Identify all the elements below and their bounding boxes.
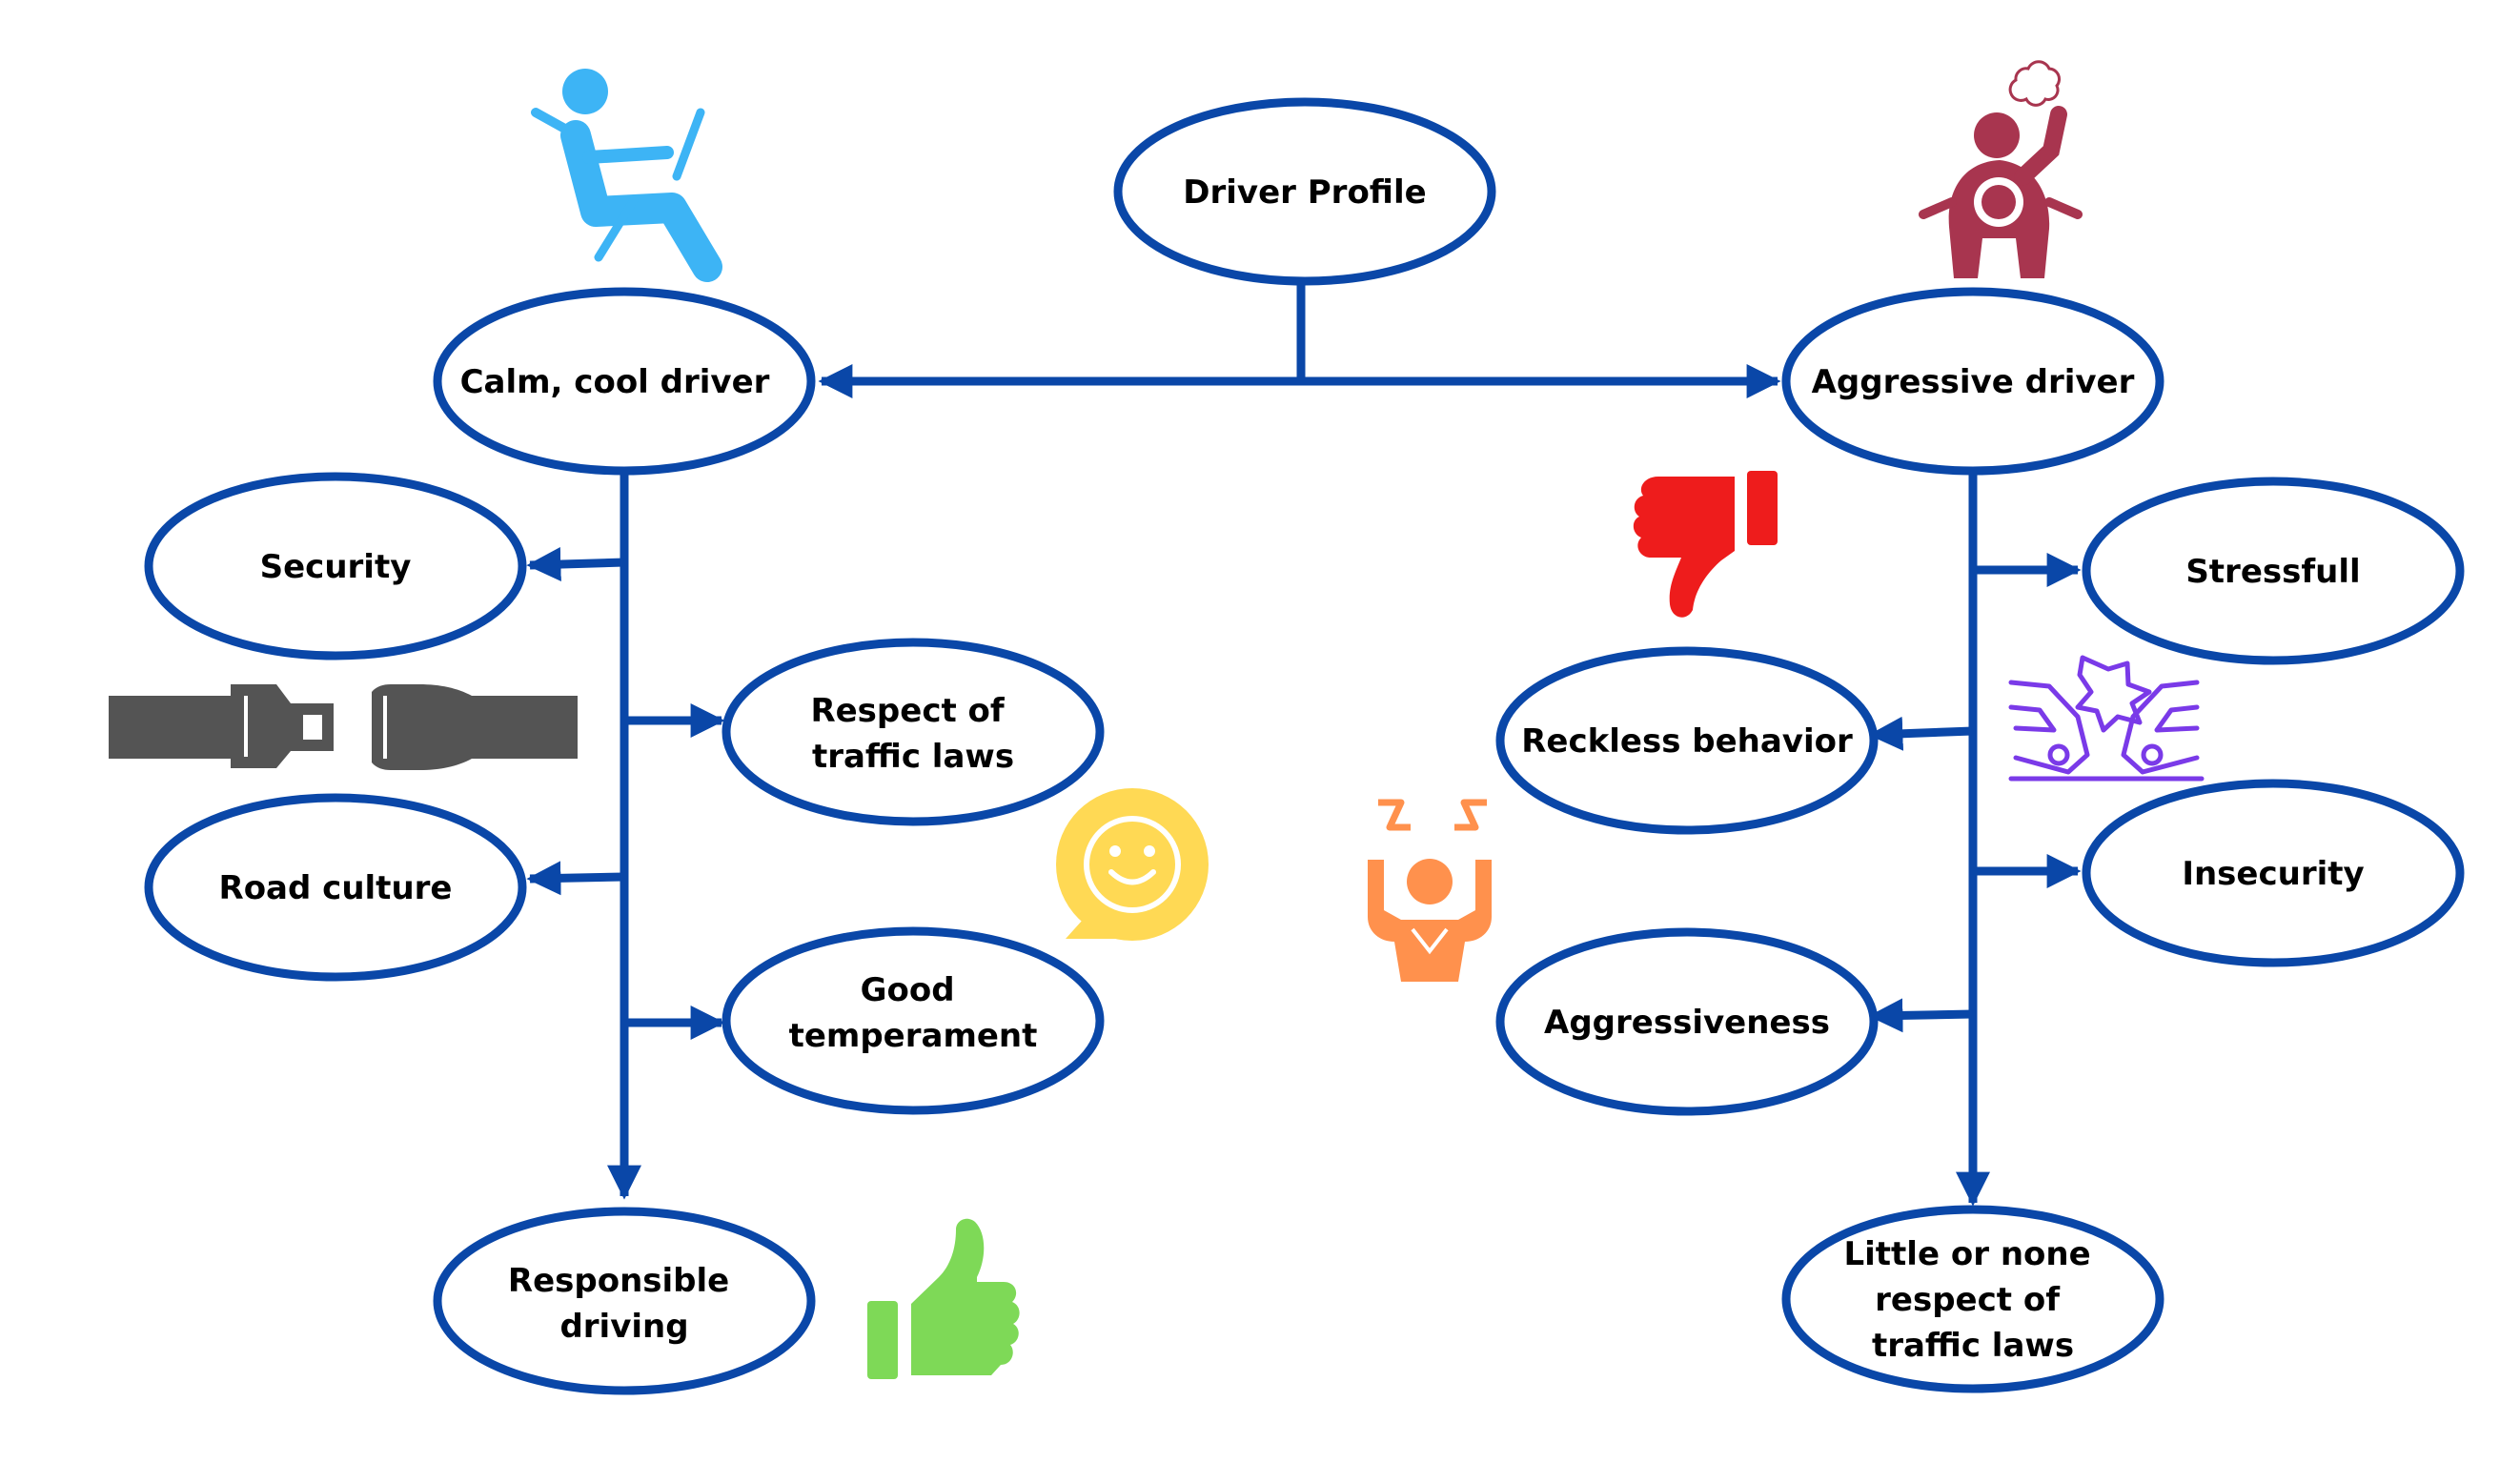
connectors (526, 281, 2082, 1207)
connector-to-reckless (1868, 716, 1974, 751)
connector-to-road-culture (526, 861, 625, 896)
connector-to-security (526, 547, 625, 582)
node-aggressive-driver: Aggressive driver (1781, 287, 2164, 476)
node-little-respect-label: Little or none respect of traffic laws (1843, 1235, 2102, 1365)
smiley-bubble-icon (1056, 788, 1209, 941)
node-respect-laws-label: Respect of traffic laws (810, 692, 1015, 776)
node-road-culture: Road culture (144, 793, 527, 982)
node-respect-laws: Respect of traffic laws (721, 638, 1105, 826)
node-responsible-driving-line-1: Responsible (508, 1262, 729, 1300)
angry-person-icon (1368, 799, 1492, 982)
node-stressfull: Stressfull (2082, 477, 2465, 665)
connector-to-aggressiveness (1868, 998, 1974, 1033)
node-good-temperament-line-2: temperament (789, 1017, 1038, 1055)
node-aggressiveness: Aggressiveness (1495, 927, 1879, 1116)
node-aggressiveness-label: Aggressiveness (1544, 1004, 1830, 1042)
car-crash-icon (2008, 655, 2205, 782)
node-stressfull-label: Stressfull (2185, 553, 2360, 591)
node-little-respect-line-1: Little or none (1843, 1235, 2090, 1273)
node-root-label: Driver Profile (1183, 173, 1426, 212)
node-reckless-behavior: Reckless behavior (1495, 646, 1879, 835)
node-insecurity-label: Insecurity (2182, 855, 2364, 893)
node-respect-laws-line-1: Respect of (810, 692, 1005, 730)
nodes: Driver Profile Calm, cool driver Aggress… (144, 97, 2465, 1395)
node-responsible-driving-label: Responsible driving (508, 1262, 741, 1346)
node-security-label: Security (260, 548, 412, 586)
calm-driver-icon (531, 69, 722, 282)
node-calm-driver-label: Calm, cool driver (460, 363, 770, 401)
thumbs-up-icon (867, 1218, 1020, 1379)
node-security: Security (144, 472, 527, 660)
node-respect-laws-line-2: traffic laws (812, 738, 1014, 776)
node-good-temperament-label: Good temperament (789, 971, 1038, 1055)
node-insecurity: Insecurity (2082, 779, 2465, 967)
node-reckless-behavior-label: Reckless behavior (1521, 722, 1853, 761)
node-aggressive-driver-label: Aggressive driver (1812, 363, 2135, 401)
node-calm-driver: Calm, cool driver (433, 287, 816, 476)
node-good-temperament-line-1: Good (861, 971, 955, 1009)
node-little-respect-line-2: respect of (1875, 1281, 2061, 1319)
node-little-respect-line-3: traffic laws (1872, 1327, 2074, 1365)
thumbs-down-icon (1633, 471, 1778, 618)
node-responsible-driving: Responsible driving (433, 1207, 816, 1395)
seatbelt-icon (109, 684, 578, 770)
node-good-temperament: Good temperament (721, 926, 1105, 1115)
node-responsible-driving-line-2: driving (559, 1308, 688, 1346)
node-root: Driver Profile (1113, 97, 1496, 286)
node-road-culture-label: Road culture (219, 869, 453, 907)
node-little-respect: Little or none respect of traffic laws (1781, 1205, 2164, 1393)
aggressive-driver-icon (1919, 60, 2083, 278)
